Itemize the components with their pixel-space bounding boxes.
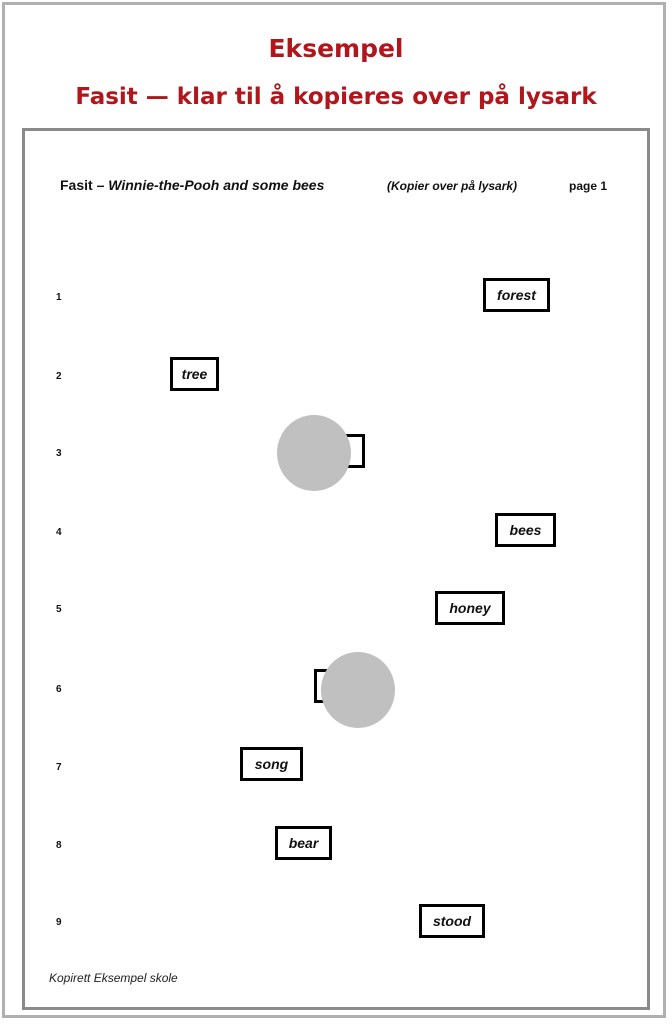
- page-number: page 1: [569, 179, 608, 193]
- copyright-footer: Kopirett Eksempel skole: [49, 971, 178, 985]
- answer-box-honey: honey: [435, 591, 505, 625]
- sheet-title: Fasit – Winnie-the-Pooh and some bees: [60, 177, 324, 193]
- page-title: Eksempel: [268, 34, 404, 63]
- redaction-circle: [277, 415, 351, 491]
- sheet-title-prefix: Fasit –: [60, 177, 109, 193]
- row-number: 4: [56, 527, 62, 538]
- answer-sheet: Fasit – Winnie-the-Pooh and some bees (K…: [22, 128, 650, 1010]
- answer-box-bear: bear: [275, 826, 332, 860]
- sheet-title-book: Winnie-the-Pooh and some bees: [108, 177, 325, 193]
- page-subtitle: Fasit — klar til å kopieres over på lysa…: [75, 84, 597, 110]
- answer-box-song: song: [240, 747, 303, 781]
- row-number: 5: [56, 604, 62, 615]
- row-number: 9: [56, 917, 62, 928]
- sheet-note: (Kopier over på lysark): [387, 179, 518, 193]
- row-number: 1: [56, 292, 62, 303]
- row-number: 7: [56, 762, 62, 773]
- answer-box-bees: bees: [495, 513, 556, 547]
- row-number: 3: [56, 448, 62, 459]
- row-number: 6: [56, 684, 62, 695]
- answer-box-stood: stood: [419, 904, 485, 938]
- row-number: 2: [56, 371, 62, 382]
- redaction-circle: [321, 652, 395, 728]
- answer-box-forest: forest: [483, 278, 550, 312]
- row-number: 8: [56, 840, 62, 851]
- answer-box-tree: tree: [170, 357, 219, 391]
